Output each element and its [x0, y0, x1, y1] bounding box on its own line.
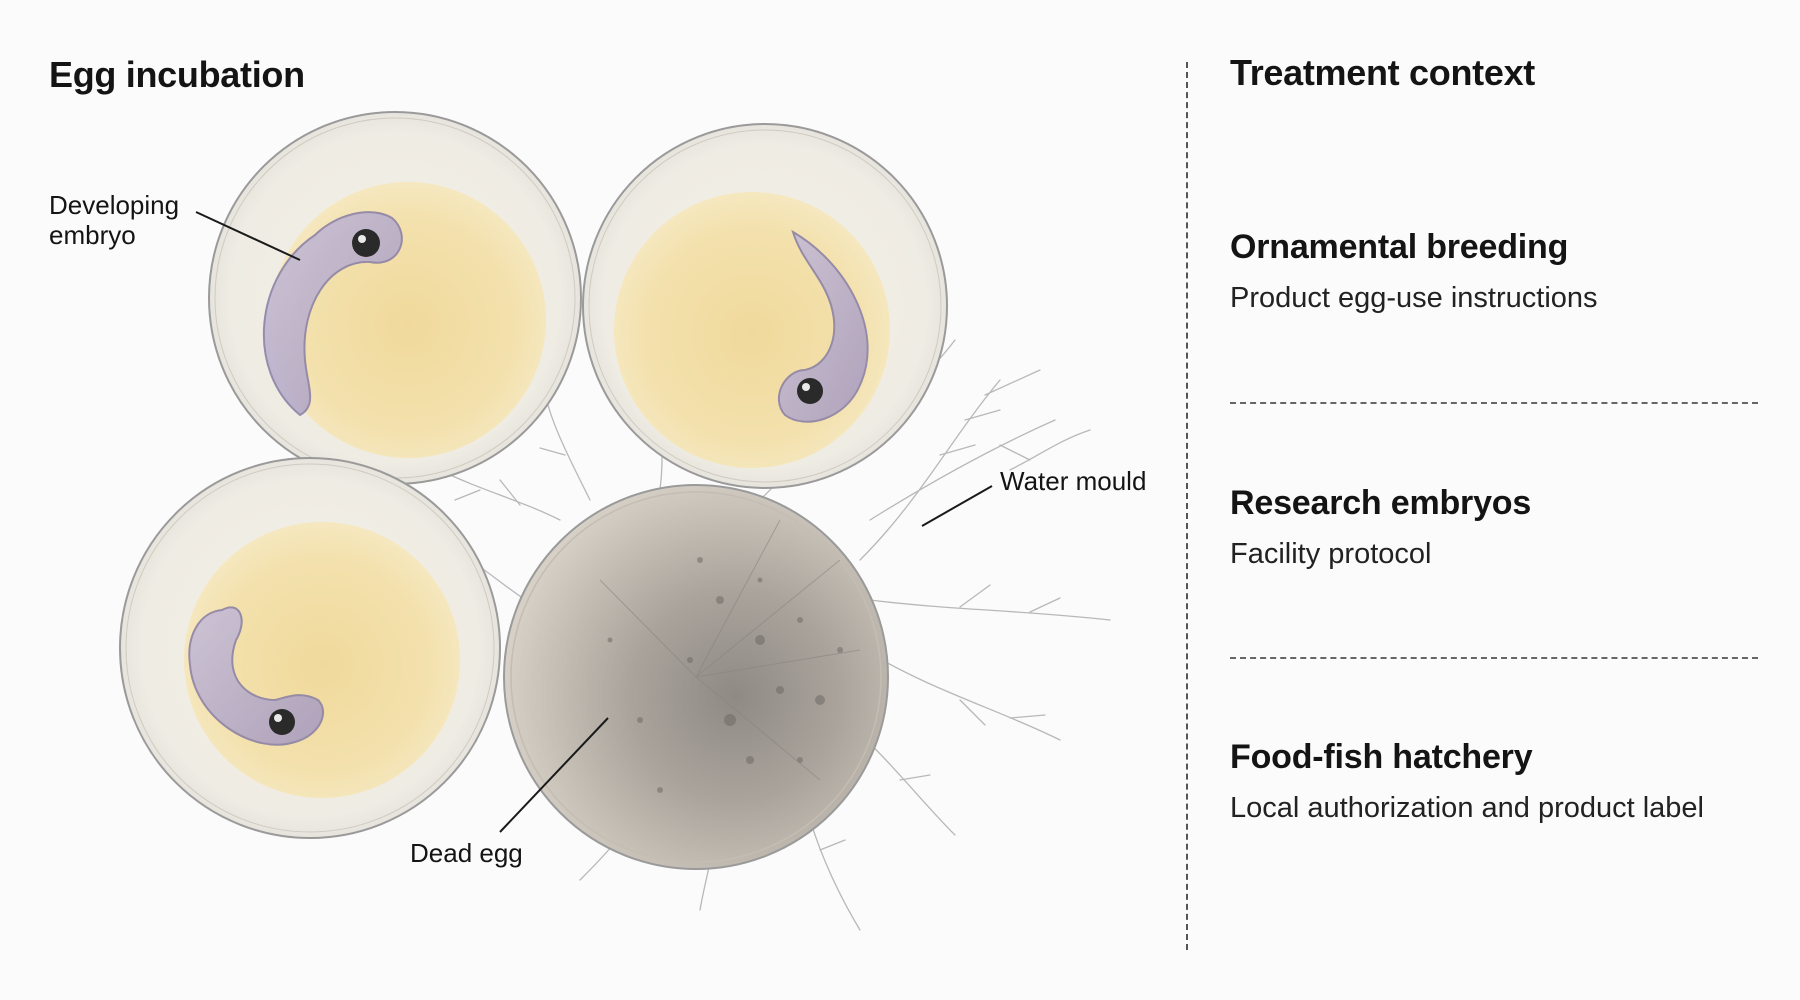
leader-developing-embryo: [195, 211, 301, 261]
context-ornamental-breeding: Ornamental breeding Product egg-use inst…: [1230, 228, 1770, 316]
context-heading: Food-fish hatchery: [1230, 738, 1533, 776]
context-heading: Research embryos: [1230, 484, 1532, 522]
healthy-egg-3: [119, 457, 501, 839]
embryo-3: [188, 606, 324, 746]
treatment-context-title: Treatment context: [1230, 52, 1535, 93]
embryo-1: [262, 211, 403, 417]
healthy-egg-2: [582, 123, 948, 489]
healthy-egg-1: [208, 111, 582, 485]
context-detail: Facility protocol: [1230, 538, 1432, 571]
context-detail: Local authorization and product label: [1230, 792, 1704, 825]
leader-dead-egg: [499, 717, 609, 833]
leader-water-mould: [921, 485, 993, 527]
egg-illustration: Developing embryo Water mould Dead egg: [49, 111, 1146, 931]
context-research-embryos: Research embryos Facility protocol: [1230, 484, 1770, 572]
context-separator: [1230, 402, 1758, 404]
label-dead-egg: Dead egg: [410, 838, 523, 868]
label-developing-embryo-line1: Developing: [49, 190, 179, 220]
egg-incubation-title: Egg incubation: [49, 54, 305, 95]
vertical-divider: [1186, 62, 1188, 950]
embryo-2: [778, 229, 869, 423]
dead-egg: [503, 484, 889, 870]
leader-lines: [195, 211, 993, 833]
context-detail: Product egg-use instructions: [1230, 282, 1598, 315]
egg-incubation-panel: Developing embryo Water mould Dead egg E…: [49, 54, 1146, 931]
context-heading: Ornamental breeding: [1230, 228, 1569, 266]
label-water-mould: Water mould: [1000, 466, 1146, 496]
context-separator: [1230, 657, 1758, 659]
label-developing-embryo-line2: embryo: [49, 220, 136, 250]
context-food-fish-hatchery: Food-fish hatchery Local authorization a…: [1230, 738, 1770, 826]
